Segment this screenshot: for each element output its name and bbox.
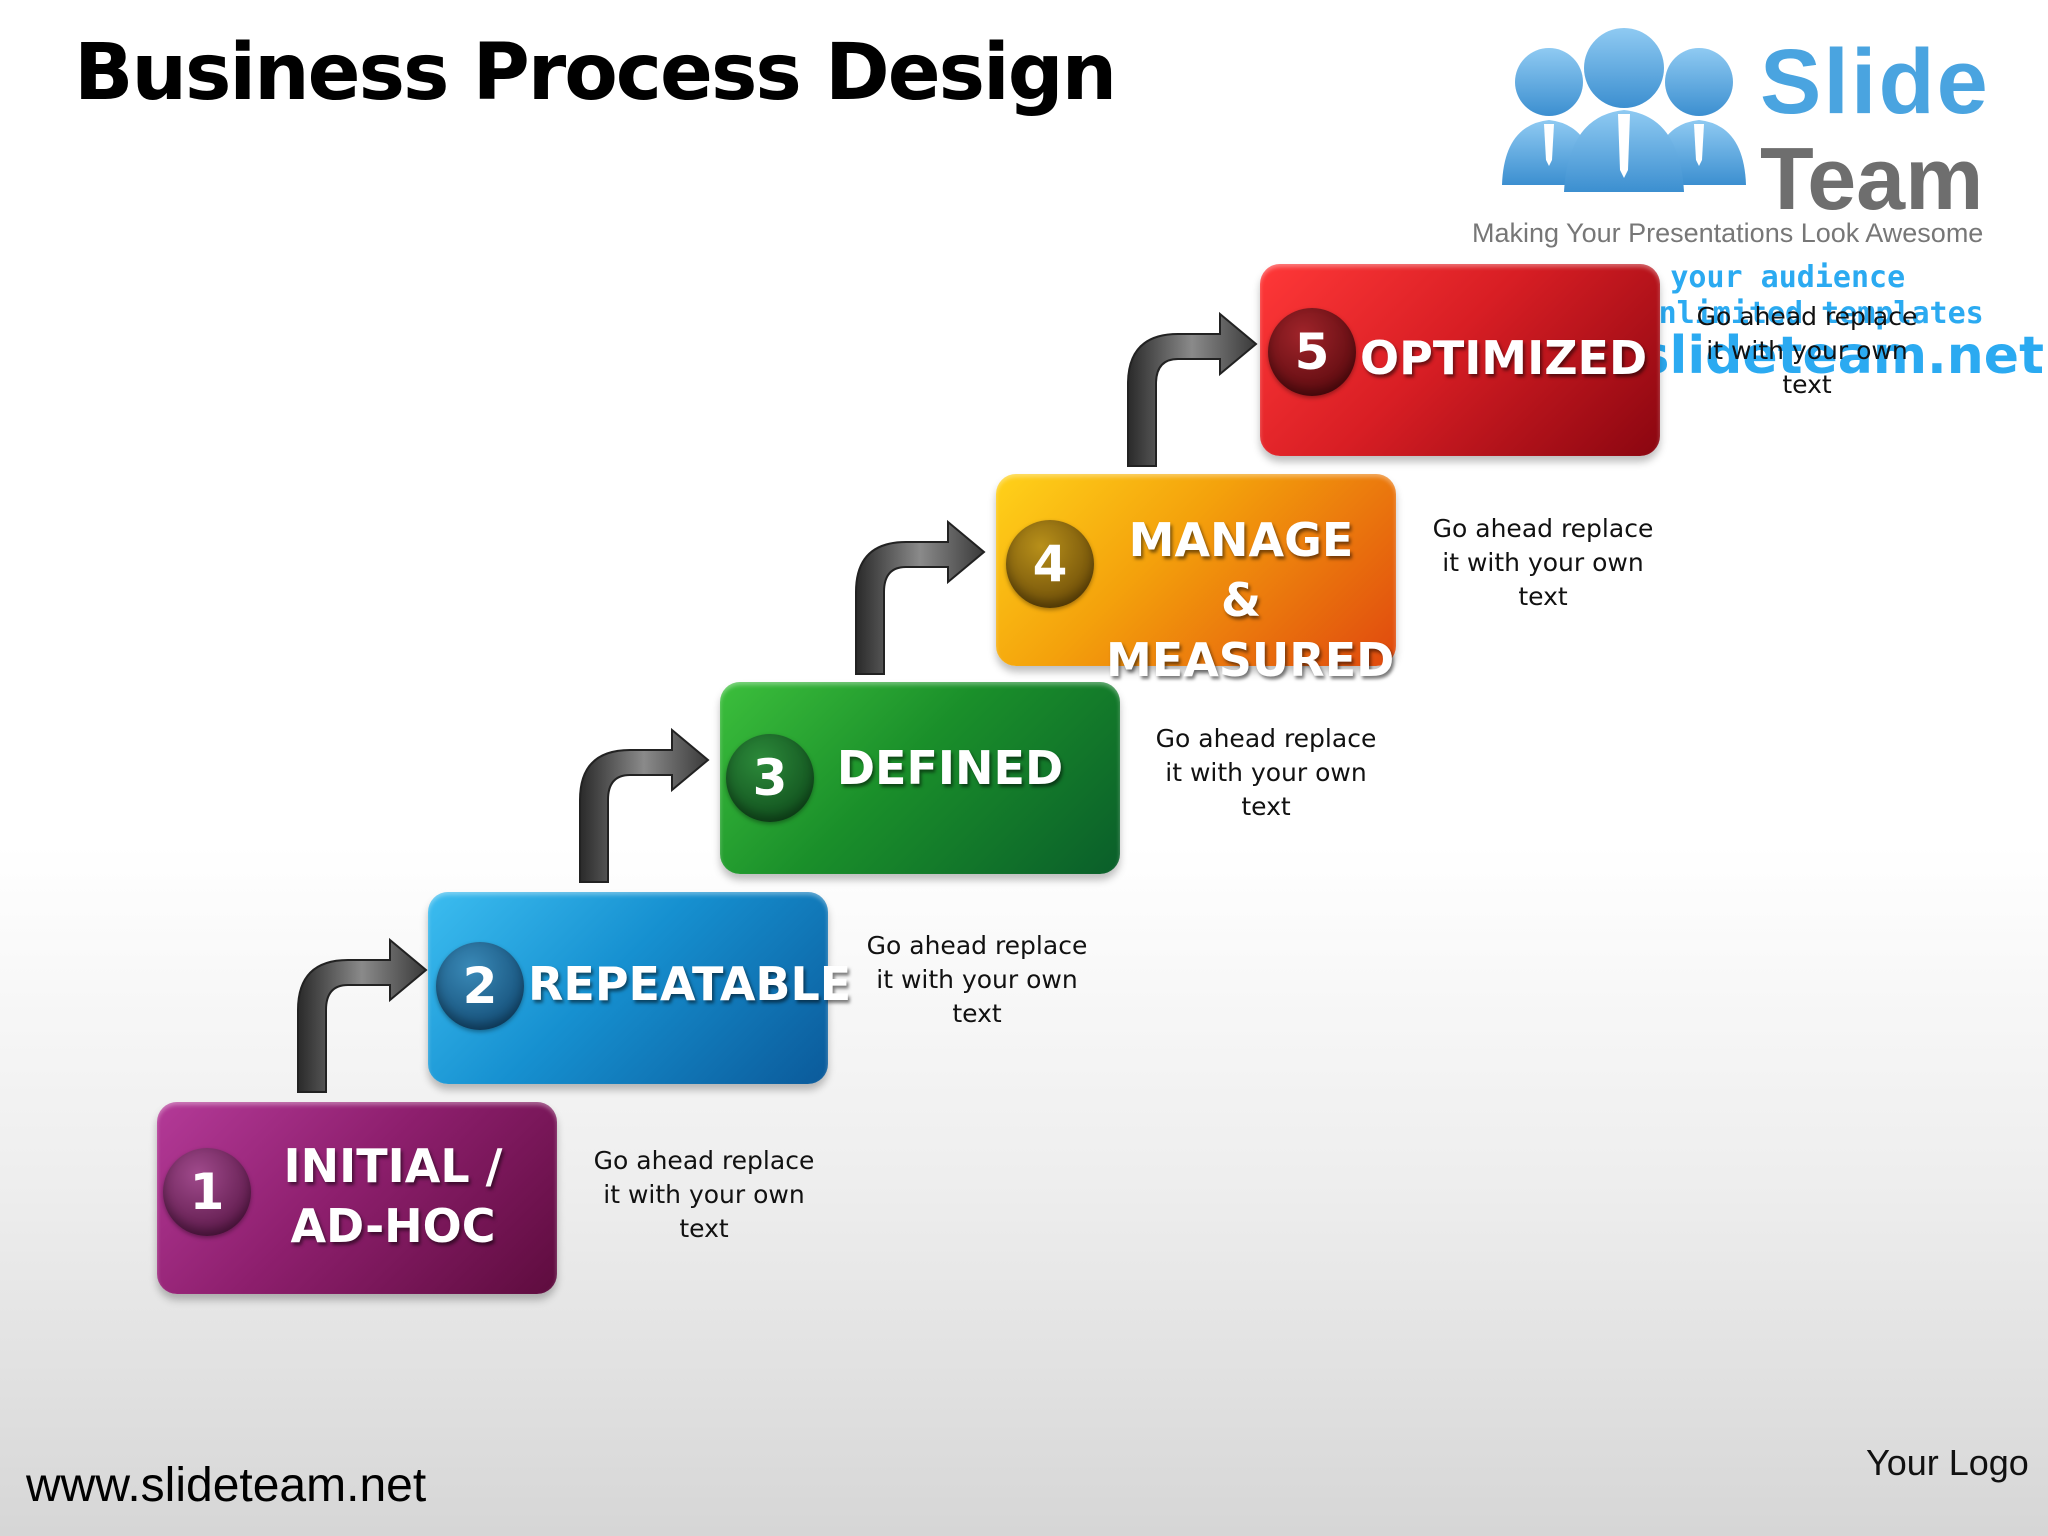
step-4-label: MANAGE & MEASURED xyxy=(1106,510,1395,690)
step-3-label: DEFINED xyxy=(820,738,1080,798)
step-1-box: 1 INITIAL / AD-HOC xyxy=(157,1102,557,1294)
step-2-number-badge: 2 xyxy=(436,942,524,1030)
step-4-number-badge: 4 xyxy=(1006,520,1094,608)
step-1-label-line-2: AD-HOC xyxy=(290,1199,496,1253)
step-2-box: 2 REPEATABLE xyxy=(428,892,852,1084)
arrow-icon-1-2 xyxy=(297,937,428,1093)
logo-brand-team: Team xyxy=(1760,129,1984,228)
arrow-icon-2-3 xyxy=(579,727,710,883)
step-4-description: Go ahead replace it with your own text xyxy=(1432,514,1654,611)
step-2-label-line-1: REPEATABLE xyxy=(528,957,852,1011)
step-3-description: Go ahead replace it with your own text xyxy=(1155,724,1377,821)
arrow-icon-4-5 xyxy=(1127,311,1258,467)
step-4-label-line-2: MEASURED xyxy=(1106,633,1395,687)
step-4-box: 4 MANAGE & MEASURED xyxy=(996,474,1396,687)
page-title: Business Process Design xyxy=(74,28,1117,118)
footer-url: www.slideteam.net xyxy=(26,1459,427,1512)
step-2-label: REPEATABLE xyxy=(528,954,852,1014)
step-1-label: INITIAL / AD-HOC xyxy=(253,1136,533,1256)
step-5-label: OPTIMIZED xyxy=(1360,328,1648,388)
step-5-label-line-1: OPTIMIZED xyxy=(1360,331,1648,385)
arrow-icon-3-4 xyxy=(855,519,986,675)
step-4-label-line-1: MANAGE & xyxy=(1128,513,1354,627)
step-1-number-badge: 1 xyxy=(163,1148,251,1236)
step-2-description: Go ahead replace it with your own text xyxy=(866,931,1088,1028)
your-logo-placeholder: Your Logo xyxy=(1866,1442,2029,1483)
step-5-box: 5 OPTIMIZED xyxy=(1260,264,1660,456)
step-1-label-line-1: INITIAL / xyxy=(283,1139,503,1193)
logo-tagline: Making Your Presentations Look Awesome xyxy=(1472,218,1984,248)
step-3-box: 3 DEFINED xyxy=(720,682,1120,874)
step-3-label-line-1: DEFINED xyxy=(836,741,1064,795)
step-5-description: Go ahead replace it with your own text xyxy=(1696,302,1918,399)
logo-brand-slide: Slide xyxy=(1760,31,1990,133)
step-1-description: Go ahead replace it with your own text xyxy=(593,1146,815,1243)
people-icon xyxy=(1502,28,1746,192)
step-5-number-badge: 5 xyxy=(1268,308,1356,396)
step-3-number-badge: 3 xyxy=(726,734,814,822)
